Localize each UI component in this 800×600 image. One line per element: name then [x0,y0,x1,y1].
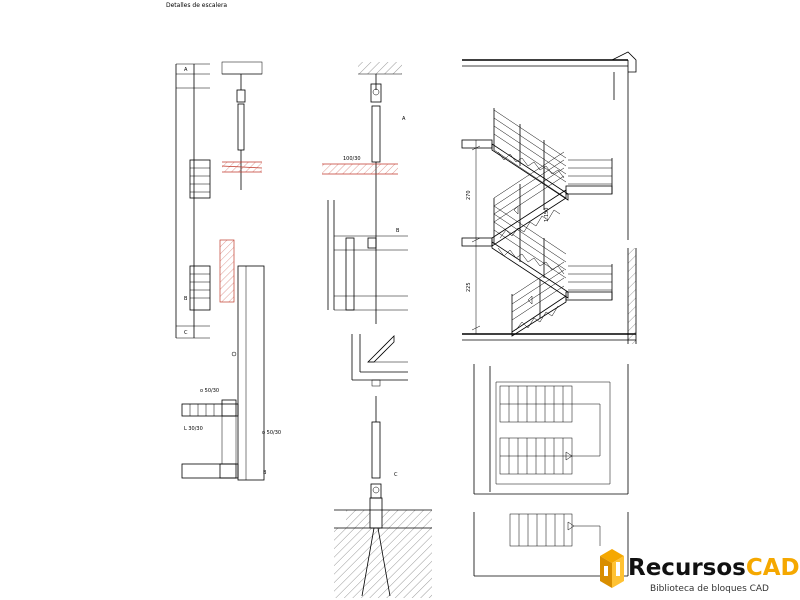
label-height-1: 270 [466,190,472,200]
label-left-c: C [184,330,188,336]
label-height-2: 225 [466,282,472,292]
brand-part2: CAD [746,555,800,581]
stair-elevation: 270 225 [461,51,637,344]
label-50-30-right: o 50/30 [262,430,281,436]
label-mid-a: A [402,116,406,122]
label-l-30-30: L 30/30 [184,426,203,432]
label-left-b: B [184,296,188,302]
drawing-title: Detalles de escalera [166,2,227,9]
label-mid-c: C [394,472,398,478]
label-step-callout: 1:150 [544,208,550,222]
recursoscad-logo: RecursosCAD Biblioteca de bloques CAD [600,549,800,594]
label-mid-b: B [396,228,400,234]
left-elevation-detail: A B C o 50/30 L 30/30 o 50/30 [175,61,281,481]
label-50-30: o 50/30 [200,388,219,394]
svg-text:RecursosCAD: RecursosCAD [628,555,800,581]
label-sec-b: B [263,470,267,476]
cube-logo-icon [600,549,624,588]
stair-plan [473,364,629,577]
brand-part1: Recursos [628,555,746,581]
label-top-a: A [184,67,188,73]
label-100-30: 100/30 [343,156,361,162]
middle-rod-detail: A 100/30 B C [322,62,432,598]
brand-tagline: Biblioteca de bloques CAD [650,584,769,594]
